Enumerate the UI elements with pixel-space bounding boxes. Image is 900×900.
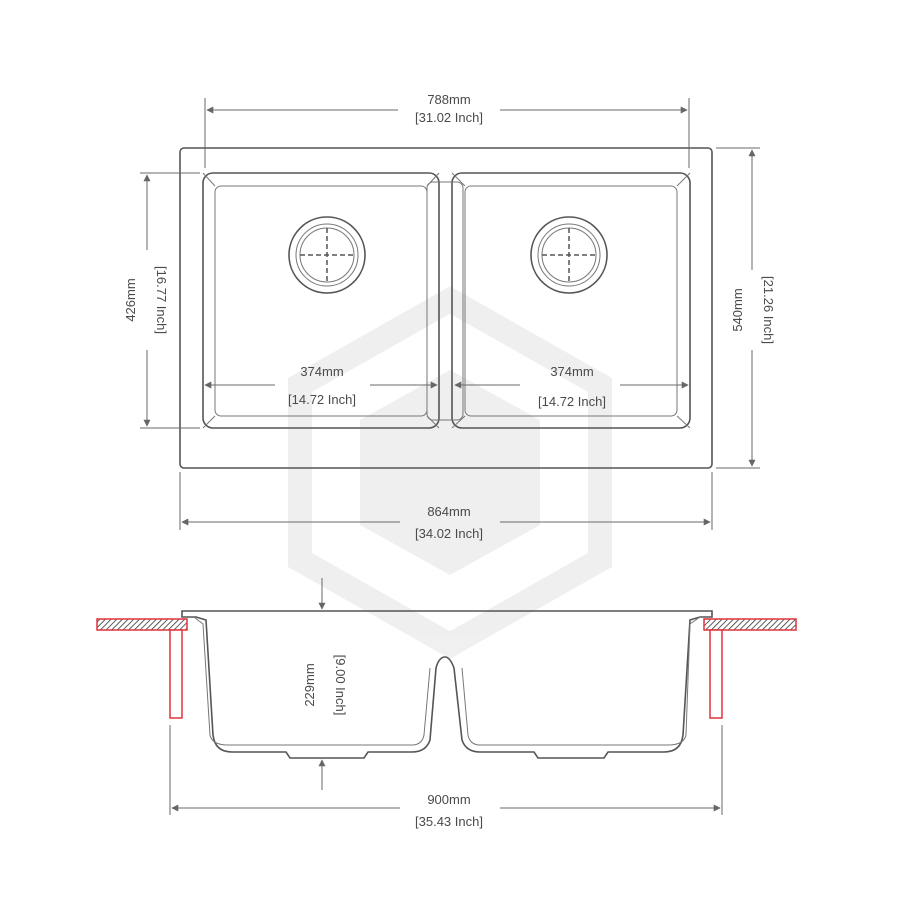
- watermark-logo: [288, 286, 612, 659]
- dimension-height-inner: 426mm [16.77 Inch]: [123, 172, 200, 429]
- width-outer-mm: 864mm: [427, 504, 470, 519]
- sink-profile: [181, 610, 713, 759]
- dimension-width-outer: 864mm [34.02 Inch]: [179, 472, 713, 541]
- left-bowl: [202, 172, 440, 429]
- countertop-right: [703, 618, 797, 631]
- bowl-divider: [426, 181, 464, 421]
- cabinet-side-right: [709, 629, 723, 719]
- width-inner-mm: 788mm: [427, 92, 470, 107]
- cutout-width-mm: 900mm: [427, 792, 470, 807]
- right-drain-icon: [530, 216, 608, 294]
- cutout-width-inch: [35.43 Inch]: [415, 814, 483, 829]
- dimension-bowl-left: 374mm [14.72 Inch]: [204, 364, 438, 407]
- dimension-width-inner: 788mm [31.02 Inch]: [204, 92, 690, 168]
- width-outer-inch: [34.02 Inch]: [415, 526, 483, 541]
- bowl-left-inch: [14.72 Inch]: [288, 392, 356, 407]
- bowl-left-mm: 374mm: [300, 364, 343, 379]
- dimension-bowl-right: 374mm [14.72 Inch]: [454, 364, 689, 409]
- right-bowl: [451, 172, 691, 429]
- dimension-height-outer: 540mm [21.26 Inch]: [716, 147, 776, 469]
- dimension-cutout-width: 900mm [35.43 Inch]: [169, 725, 723, 829]
- top-view: 788mm [31.02 Inch] 864mm [34.02 Inch] 42…: [123, 92, 776, 541]
- depth-mm: 229mm: [302, 663, 317, 706]
- cabinet-side-left: [169, 629, 183, 719]
- depth-inch: [9.00 Inch]: [333, 655, 348, 716]
- bowl-right-mm: 374mm: [550, 364, 593, 379]
- bowl-right-inch: [14.72 Inch]: [538, 394, 606, 409]
- countertop-left: [96, 618, 188, 631]
- side-view: 229mm [9.00 Inch] 900mm [35.43 Inch]: [96, 578, 797, 829]
- dimension-depth: 229mm [9.00 Inch]: [302, 578, 348, 790]
- height-inner-inch: [16.77 Inch]: [154, 266, 169, 334]
- height-inner-mm: 426mm: [123, 278, 138, 321]
- sink-outer-flange: [179, 147, 713, 469]
- height-outer-mm: 540mm: [730, 288, 745, 331]
- left-drain-icon: [288, 216, 366, 294]
- height-outer-inch: [21.26 Inch]: [761, 276, 776, 344]
- width-inner-inch: [31.02 Inch]: [415, 110, 483, 125]
